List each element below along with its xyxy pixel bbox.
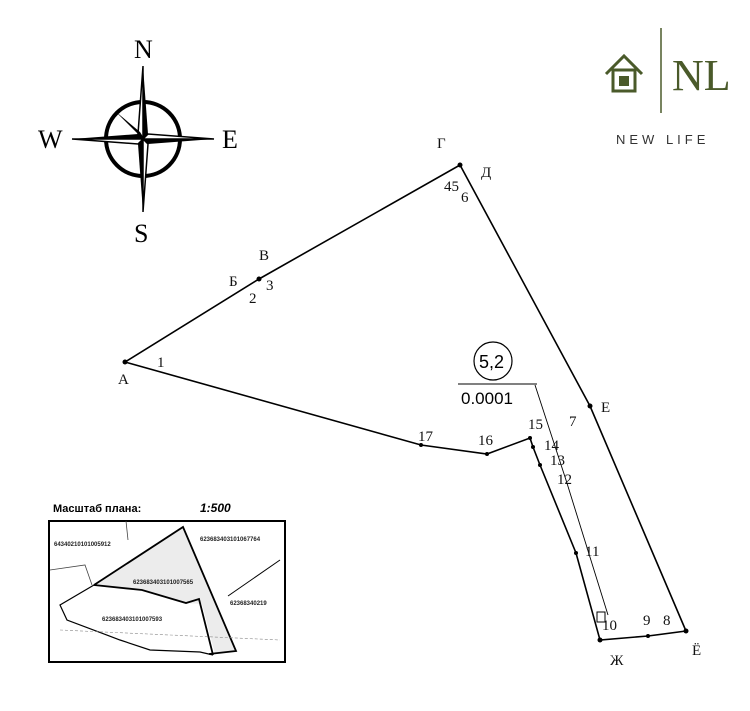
logo: NL NEW LIFE [604,28,731,147]
house-thumb-icon [604,53,644,93]
compass-south: S [134,219,148,248]
point-label: 3 [266,278,274,294]
plot-boundary [124,163,688,641]
point-label: 17 [418,429,434,445]
corner-label-zh: Ж [610,653,624,669]
inset-parcel-label: 623683403101007593 [102,617,163,623]
compass-west: W [38,125,63,154]
corner-label-d: Д [481,165,491,181]
logo-monogram: NL [672,51,731,100]
inset-parcel-label: 623683403101007565 [133,580,194,586]
point-label: 14 [544,438,560,454]
point-label: 2 [249,291,257,307]
compass-east: E [222,125,238,154]
point-label: 7 [569,414,577,430]
inset-parcel-label: 623683403101067764 [200,537,261,543]
point-label: 15 [528,417,543,433]
parcel-area: 0.0001 [461,389,513,408]
boundary-points [122,162,689,643]
point-label: 9 [643,613,651,629]
corner-label-v: В [259,248,269,264]
point-label: 45 [444,179,459,195]
point-label: 8 [663,613,671,629]
logo-name: NEW LIFE [616,132,709,147]
point-label: 12 [557,472,572,488]
corner-label-yo: Ё [692,642,701,659]
corner-label-a: А [118,372,129,388]
scale-value: 1:500 [200,501,231,515]
inset-map: 64340210101005912 623683403101067764 623… [48,520,286,663]
corner-label-e: Е [601,400,610,416]
point-label: 13 [550,453,565,469]
compass-north: N [134,35,153,64]
point-label: 11 [585,544,599,560]
inset-parcel-label: 64340210101005912 [54,542,111,548]
point-label: 6 [461,190,469,206]
corner-label-b: Б [229,274,238,290]
corner-label-g: Г [437,136,446,152]
point-label: 10 [602,618,617,634]
point-label: 1 [157,355,165,371]
scale-label: Масштаб плана: [53,503,141,515]
parcel-number: 5,2 [479,352,504,372]
inset-parcel-label: 62368340219 [230,601,267,607]
compass-rose-icon [71,65,215,213]
point-label: 16 [478,433,494,449]
